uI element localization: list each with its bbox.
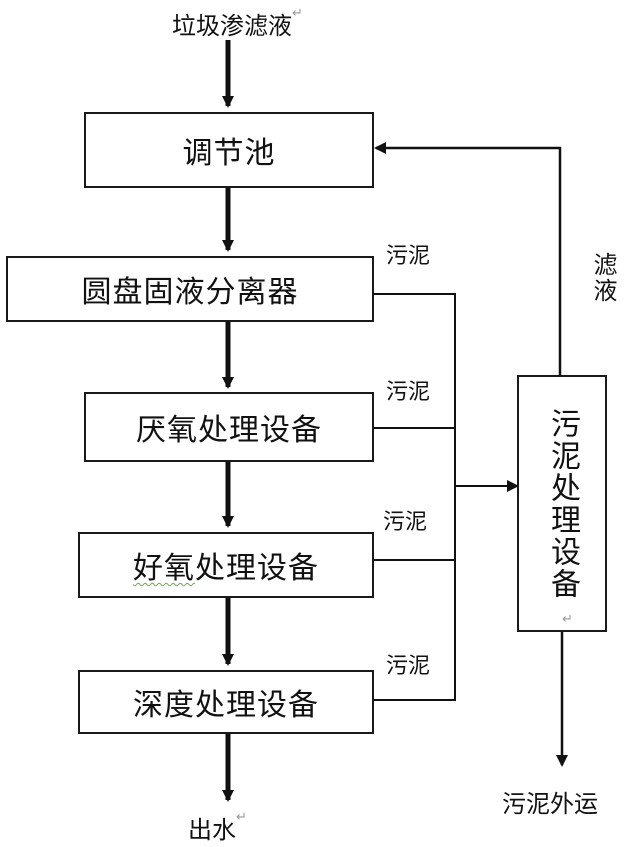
box-aerobic: 好氧处理设备 [78, 532, 374, 598]
sludge-line-separator [372, 293, 456, 701]
arrow-filtrate-return [374, 142, 562, 375]
input-label: 垃圾渗滤液↵ [172, 6, 303, 41]
return-mark: ↵ [292, 6, 303, 21]
label-sludge-3: 污泥 [383, 510, 428, 535]
return-mark-output: ↵ [236, 810, 247, 825]
box-disc-separator-label: 圆盘固液分离器 [81, 275, 299, 310]
output-label: 出水↵ [188, 810, 247, 845]
box-disc-separator: 圆盘固液分离器 [6, 256, 374, 322]
label-sludge-2: 污泥 [386, 380, 431, 405]
output-text: 出水 [188, 816, 236, 844]
box-aerobic-label: 好氧处理设备 [133, 543, 319, 587]
label-sludge-1: 污泥 [386, 244, 431, 269]
box-aerobic-label-b: 处理设备 [195, 551, 319, 586]
label-sludge-out: 污泥外运 [502, 790, 598, 818]
label-filtrate: 滤液 [589, 252, 617, 304]
box-sludge-treatment-label: 污泥处理设备 [545, 407, 580, 600]
box-advanced: 深度处理设备 [78, 670, 374, 734]
box-aerobic-label-a: 好氧 [133, 551, 195, 586]
box-anaerobic-label: 厌氧处理设备 [136, 413, 322, 448]
input-text: 垃圾渗滤液 [172, 12, 292, 40]
return-mark-sludge: ↵ [562, 612, 573, 627]
box-regulating-tank: 调节池 [84, 112, 374, 188]
box-advanced-label: 深度处理设备 [133, 688, 319, 723]
box-anaerobic: 厌氧处理设备 [84, 392, 374, 462]
label-sludge-4: 污泥 [386, 654, 431, 679]
box-sludge-treatment: 污泥处理设备 [517, 375, 607, 632]
box-regulating-label: 调节池 [182, 136, 276, 171]
